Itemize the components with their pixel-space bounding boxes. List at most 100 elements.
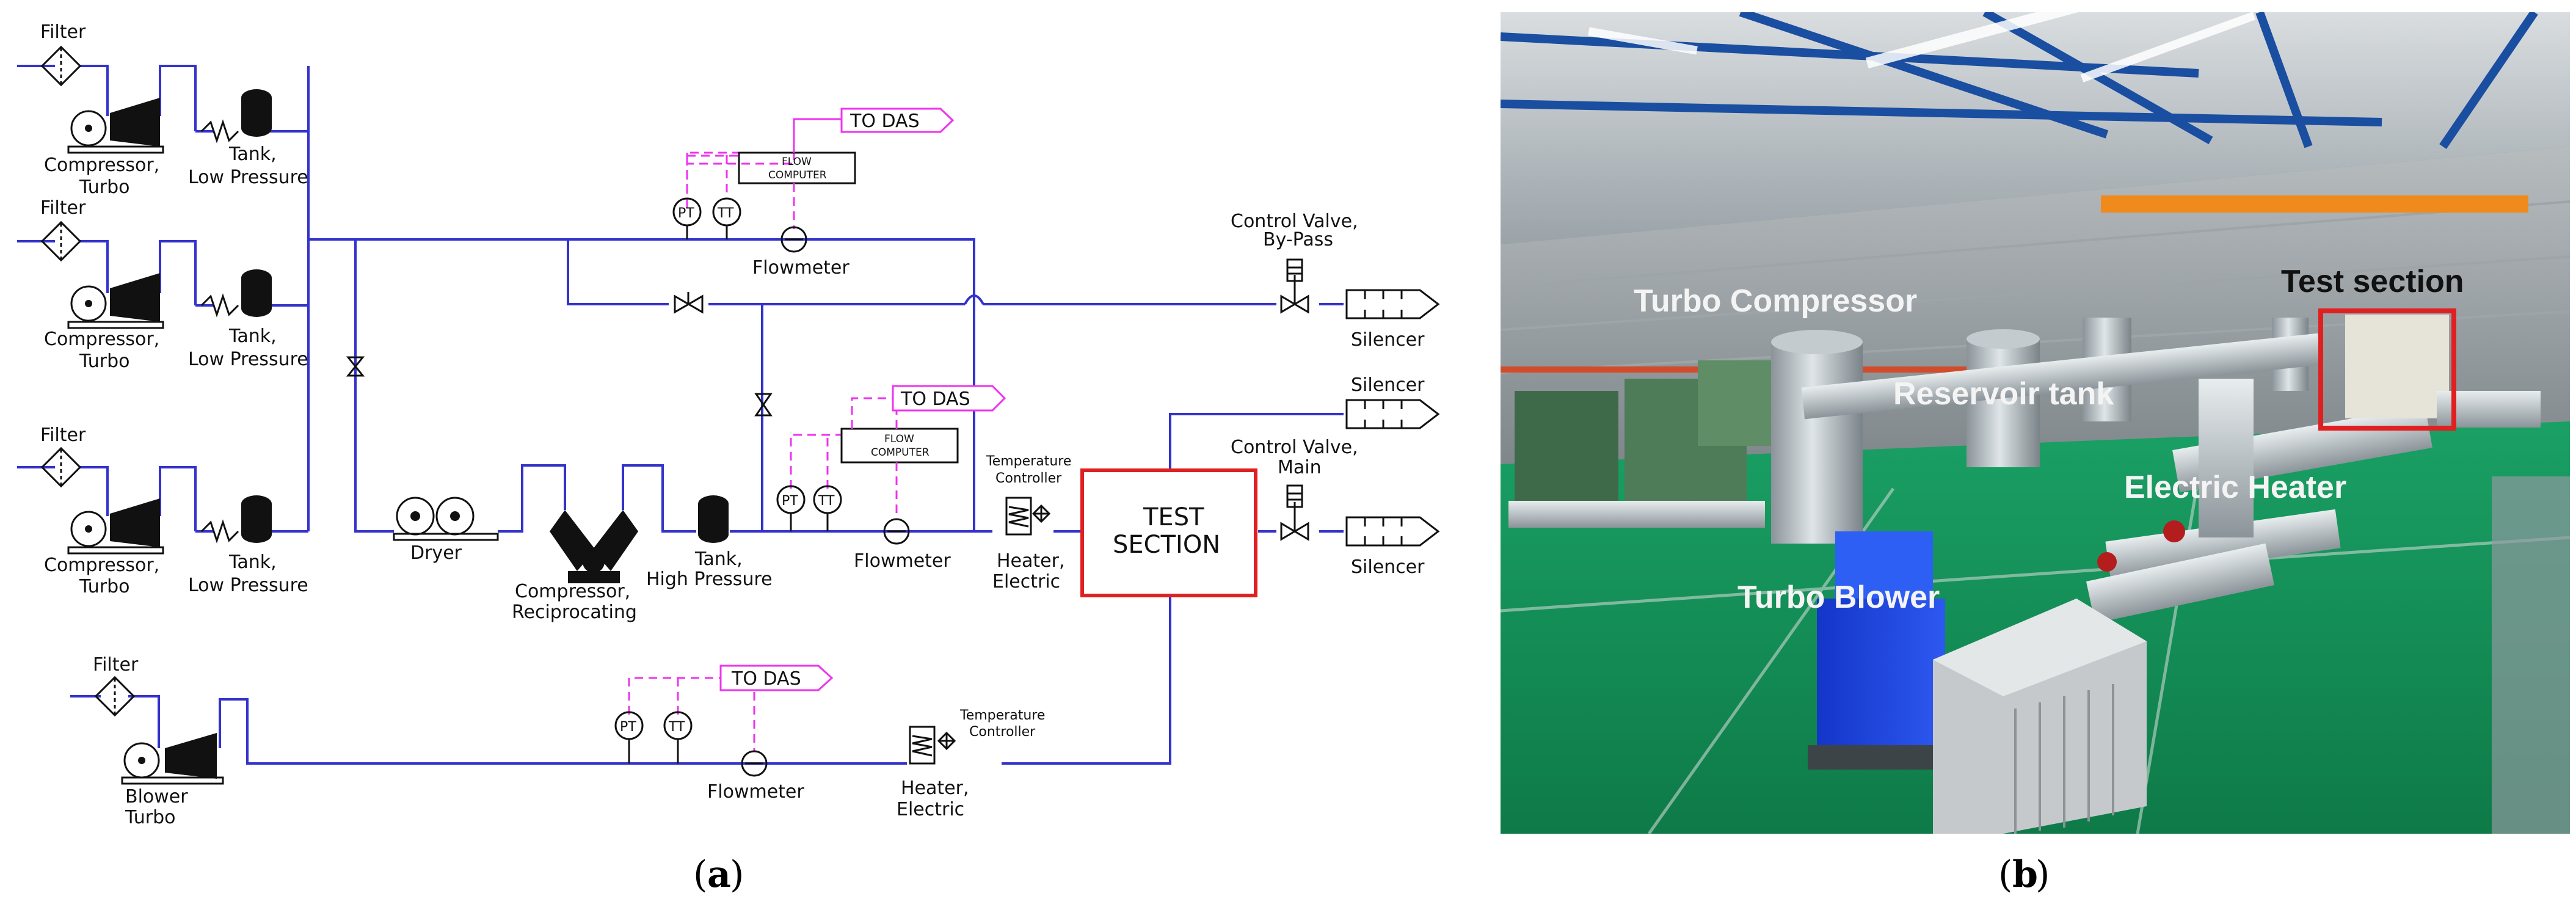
heater-label-line1: Heater,: [901, 778, 969, 799]
test-section-highlight: [2318, 308, 2456, 431]
silencer-label: Silencer: [1351, 556, 1425, 578]
tank-low-pressure-3: Tank, Low Pressure: [188, 495, 308, 596]
tank-low-pressure-2: Tank, Low Pressure: [188, 269, 308, 370]
temp-controller-label: Controller: [969, 724, 1036, 740]
flow-computer-2: [840, 428, 959, 464]
photo-label-turbo-compressor: Turbo Compressor: [1634, 283, 1917, 319]
photo-label-electric-heater: Electric Heater: [2124, 470, 2346, 505]
flowmeter-icon: [741, 750, 768, 777]
compressor-turbo-1: Compressor, Turbo: [44, 98, 164, 198]
valve-icon: [754, 393, 773, 417]
tank-label-line2: Low Pressure: [188, 349, 308, 370]
silencer-1: Silencer: [1345, 289, 1440, 351]
filter-4: Filter: [93, 654, 139, 717]
control-valve-bypass: Control Valve, By-Pass: [1231, 211, 1358, 314]
photo-label-test-section: Test section: [2281, 264, 2464, 299]
flow-computer-label: COMPUTER: [768, 169, 827, 181]
compressor-label-line1: Compressor,: [44, 555, 159, 576]
compressor-turbo-2: Compressor, Turbo: [44, 273, 164, 372]
temp-controller-label: Temperature: [986, 454, 1071, 469]
blower-label-line1: Blower: [125, 786, 188, 807]
heater-electric-2: Temperature Controller Heater, Electric: [897, 708, 1045, 820]
pt-label: PT: [782, 494, 798, 509]
photo-label-turbo-blower: Turbo Blower: [1737, 580, 1940, 615]
flowmeter-icon: [780, 226, 807, 253]
filter-label: Filter: [40, 197, 86, 219]
control-valve-label-line1: Control Valve,: [1231, 211, 1358, 232]
heater-label-line2: Electric: [897, 799, 964, 820]
filter-3: Filter: [40, 424, 86, 488]
silencer-2: Silencer: [1345, 374, 1440, 429]
to-das-label: TO DAS: [850, 111, 920, 132]
caption-b-letter: b: [2012, 853, 2038, 896]
control-valve-label-line2: By-Pass: [1263, 229, 1333, 250]
control-valve-label-line2: Main: [1278, 457, 1322, 478]
tank-label-line2: High Pressure: [646, 569, 773, 590]
filter-label: Filter: [40, 21, 86, 43]
signal-group-2: FLOW COMPUTER TO DAS PT TT Flowmeter: [776, 385, 1006, 572]
caption-a-letter: a: [707, 853, 731, 896]
flow-computer-label: COMPUTER: [871, 446, 930, 459]
test-section-label-line1: TEST: [1143, 503, 1204, 531]
diagram-a: Filter Filter Filter Filter Compressor, …: [17, 21, 1440, 828]
temp-controller-label: Temperature: [959, 708, 1045, 723]
tank-label-line1: Tank,: [228, 552, 277, 573]
to-das-label: TO DAS: [731, 668, 801, 690]
compressor-label-line1: Compressor,: [44, 155, 159, 176]
compressor-reciprocating: Compressor, Reciprocating: [512, 510, 638, 623]
flowmeter-label: Flowmeter: [707, 781, 804, 803]
silencer-label: Silencer: [1351, 374, 1425, 396]
dryer: Dryer: [393, 497, 499, 564]
to-das-arrow: [719, 665, 834, 691]
flow-computer-1: [738, 151, 856, 184]
tank-label-line1: Tank,: [228, 144, 277, 165]
tank-label-line1: Tank,: [228, 326, 277, 347]
heater-label-line2: Electric: [992, 571, 1060, 592]
flowmeter-icon: [883, 518, 910, 545]
to-das-label: TO DAS: [900, 388, 970, 410]
tank-label-line1: Tank,: [694, 548, 743, 570]
silencer-label: Silencer: [1351, 329, 1425, 351]
pt-label: PT: [620, 719, 636, 735]
dryer-label: Dryer: [410, 542, 462, 564]
signal-group-1: FLOW COMPUTER TO DAS PT TT Flowmeter: [672, 107, 955, 279]
photo-label-reservoir-tank: Reservoir tank: [1893, 376, 2114, 412]
tank-high-pressure: Tank, High Pressure: [646, 495, 773, 590]
compressor-label-line1: Compressor,: [44, 329, 159, 350]
compressor-turbo-3: Compressor, Turbo: [44, 498, 164, 597]
to-das-arrow: [840, 107, 955, 133]
pt-label: PT: [678, 206, 694, 221]
caption-b-close: ): [2036, 853, 2050, 896]
piping: [17, 65, 1344, 765]
compressor-label-line2: Turbo: [79, 576, 130, 597]
filter-label: Filter: [93, 654, 139, 676]
test-section: TEST SECTION: [1080, 468, 1257, 597]
test-section-label-line2: SECTION: [1113, 531, 1220, 559]
flowmeter-label: Flowmeter: [854, 550, 951, 572]
filter-label: Filter: [40, 424, 86, 446]
compressor-label-line1: Compressor,: [515, 581, 630, 602]
blower-label-line2: Turbo: [125, 807, 176, 828]
heater-electric-1: Temperature Controller Heater, Electric: [986, 454, 1071, 592]
heater-label-line1: Heater,: [997, 550, 1065, 572]
flow-computer-label: FLOW: [884, 433, 914, 445]
filter-2: Filter: [40, 197, 86, 262]
filter-1: Filter: [40, 21, 86, 87]
flow-computer-label: FLOW: [782, 156, 812, 168]
caption-a: ( a ): [693, 853, 744, 896]
control-valve-label-line1: Control Valve,: [1231, 437, 1358, 458]
valve-icon: [346, 356, 365, 377]
compressor-label-line2: Turbo: [79, 351, 130, 372]
caption-a-close: ): [730, 853, 744, 896]
valve-icon: [674, 292, 704, 314]
control-valve-main: Control Valve, Main: [1231, 437, 1358, 541]
tt-label: TT: [668, 719, 685, 735]
silencer-3: Silencer: [1345, 516, 1440, 578]
blower-turbo: Blower Turbo: [121, 733, 224, 828]
tank-label-line2: Low Pressure: [188, 167, 308, 188]
tt-label: TT: [818, 494, 835, 509]
signal-group-3: TO DAS PT TT Flowmeter: [614, 665, 834, 803]
caption-b: ( b ): [1998, 853, 2050, 896]
caption-a-open: (: [693, 853, 707, 896]
